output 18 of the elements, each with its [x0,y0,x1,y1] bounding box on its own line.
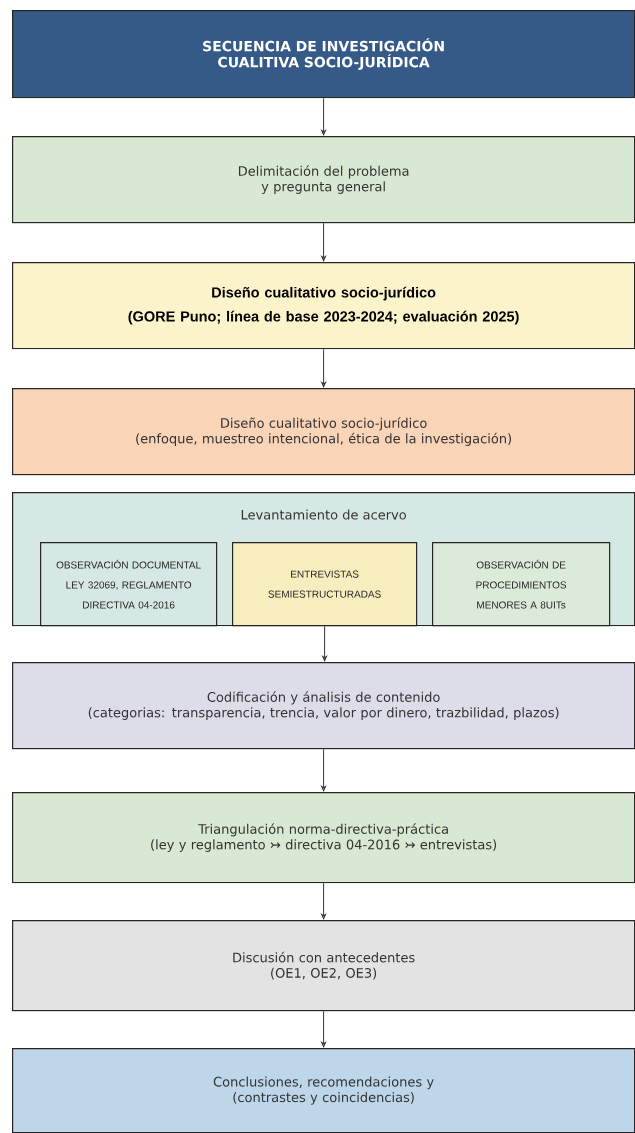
process-box: Diseño cualitativo socio-jurídico (enfoque, muestreo intencional, ética de la investigación) [12,388,635,476]
arrow [321,97,326,136]
arrow [322,625,327,662]
arrow [321,1010,326,1048]
process-box: Diseño cualitativo socio-jurídico (GORE Puno; línea de base 2023-2024; evaluación 2025) [12,262,635,350]
arrow [321,348,326,388]
source-box: ENTREVISTAS SEMIESTRUCTURADAS [232,542,418,627]
source-box: OBSERVACIÓN DOCUMENTAL LEY 32069, REGLAMENTO DIRECTIVA 04-2016 [40,542,218,627]
process-box: Conclusiones, recomendaciones y (contrastes y coincidencias) [12,1048,635,1133]
process-box: Triangulación norma-directiva-práctica (ley y reglamento ↣ directiva 04-2016 ↣ entrevistas) [12,792,635,884]
process-box: Delimitación del problema y pregunta general [12,136,635,224]
process-box: Codificación y ánalisis de contenido (categorias: transparencia, trencia, valor por dinero, trazbilidad, plazos) [12,662,635,750]
arrow [321,222,326,262]
source-box: OBSERVACIÓN DE PROCEDIMIENTOS MENORES A 8UITs [432,542,611,627]
arrow [321,748,326,792]
arrow [321,882,326,920]
process-box: Discusión con antecedentes (OE1, OE2, OE3) [12,920,635,1012]
title-box: SECUENCIA DE INVESTIGACIÓN CUALITIVA SOCIO-JURÍDICA [12,10,635,99]
